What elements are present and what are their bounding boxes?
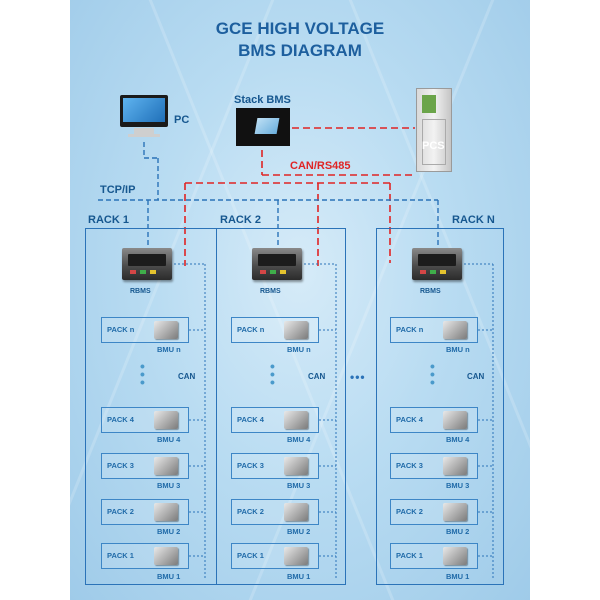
pc-label: PC bbox=[174, 114, 190, 126]
pack-label: PACK 4 bbox=[107, 415, 134, 424]
pack-label: PACK n bbox=[396, 325, 424, 334]
pack-label: PACK 1 bbox=[396, 551, 423, 560]
bmu-label: BMU n bbox=[157, 345, 181, 354]
rack-1-title: RACK 1 bbox=[88, 214, 129, 226]
rbms-icon bbox=[412, 248, 462, 280]
pack-label: PACK 3 bbox=[237, 461, 264, 470]
bmu-module-icon bbox=[443, 457, 467, 475]
rack-2 bbox=[216, 228, 346, 585]
tcp-ip-network bbox=[98, 142, 439, 250]
can-label: CAN bbox=[308, 372, 326, 381]
can-rs485-label: CAN/RS485 bbox=[290, 160, 351, 172]
can-label: CAN bbox=[467, 372, 485, 381]
bmu-module-icon bbox=[154, 547, 178, 565]
title-line-2: BMS DIAGRAM bbox=[238, 41, 362, 60]
bmu-module-icon bbox=[284, 411, 308, 429]
more-racks-ellipsis: ••• bbox=[350, 370, 366, 384]
pack-label: PACK 2 bbox=[107, 507, 134, 516]
vertical-ellipsis: ••• bbox=[140, 358, 145, 390]
stack-bms-icon bbox=[236, 108, 290, 146]
bmu-module-icon bbox=[284, 503, 308, 521]
pack-box: PACK 3 bbox=[101, 453, 189, 479]
bmu-label: BMU n bbox=[287, 345, 311, 354]
can-rs485-bus bbox=[184, 127, 415, 266]
bmu-module-icon bbox=[284, 321, 308, 339]
stack-bms-label: Stack BMS bbox=[234, 94, 291, 106]
can-label: CAN bbox=[178, 372, 196, 381]
pack-box: PACK n bbox=[101, 317, 189, 343]
bmu-label: BMU 3 bbox=[446, 481, 470, 490]
pack-box: PACK 2 bbox=[231, 499, 319, 525]
vertical-ellipsis: ••• bbox=[270, 358, 275, 390]
bmu-label: BMU 2 bbox=[157, 527, 181, 536]
connection-lines bbox=[98, 127, 494, 578]
bmu-module-icon bbox=[443, 321, 467, 339]
pack-label: PACK 1 bbox=[237, 551, 264, 560]
bmu-module-icon bbox=[154, 411, 178, 429]
bmu-label: BMU 3 bbox=[287, 481, 311, 490]
bmu-label: BMU 2 bbox=[446, 527, 470, 536]
rbms-label: RBMS bbox=[260, 288, 281, 295]
vertical-ellipsis: ••• bbox=[430, 358, 435, 390]
rbms-label: RBMS bbox=[130, 288, 151, 295]
bmu-module-icon bbox=[284, 547, 308, 565]
pack-label: PACK n bbox=[237, 325, 265, 334]
bmu-module-icon bbox=[154, 503, 178, 521]
bmu-label: BMU 4 bbox=[157, 435, 181, 444]
pack-box: PACK 1 bbox=[101, 543, 189, 569]
pack-label: PACK 3 bbox=[107, 461, 134, 470]
pack-label: PACK n bbox=[107, 325, 135, 334]
pcs-label: PCS bbox=[422, 140, 445, 152]
pc-stand bbox=[134, 128, 154, 134]
bmu-label: BMU n bbox=[446, 345, 470, 354]
bmu-module-icon bbox=[284, 457, 308, 475]
rbms-label: RBMS bbox=[420, 288, 441, 295]
rbms-icon bbox=[252, 248, 302, 280]
rack-n-title: RACK N bbox=[452, 214, 495, 226]
bmu-label: BMU 2 bbox=[287, 527, 311, 536]
bmu-label: BMU 4 bbox=[446, 435, 470, 444]
bmu-label: BMU 4 bbox=[287, 435, 311, 444]
pack-label: PACK 4 bbox=[237, 415, 264, 424]
diagram-canvas: GCE HIGH VOLTAGE BMS DIAGRAM bbox=[70, 0, 530, 600]
pcs-cabinet-icon bbox=[416, 88, 452, 172]
rack-can-lines bbox=[174, 263, 494, 578]
pack-box: PACK n bbox=[390, 317, 478, 343]
pc-monitor-icon bbox=[120, 95, 168, 127]
pack-box: PACK 3 bbox=[390, 453, 478, 479]
bmu-label: BMU 1 bbox=[446, 572, 470, 581]
rbms-icon bbox=[122, 248, 172, 280]
pack-box: PACK 3 bbox=[231, 453, 319, 479]
bmu-label: BMU 1 bbox=[287, 572, 311, 581]
pack-box: PACK 2 bbox=[101, 499, 189, 525]
bmu-label: BMU 3 bbox=[157, 481, 181, 490]
pack-label: PACK 1 bbox=[107, 551, 134, 560]
pack-label: PACK 2 bbox=[237, 507, 264, 516]
bmu-module-icon bbox=[154, 457, 178, 475]
bmu-label: BMU 1 bbox=[157, 572, 181, 581]
bmu-module-icon bbox=[154, 321, 178, 339]
rack-n bbox=[376, 228, 504, 585]
bmu-module-icon bbox=[443, 547, 467, 565]
pack-box: PACK 4 bbox=[231, 407, 319, 433]
rack-2-title: RACK 2 bbox=[220, 214, 261, 226]
pack-label: PACK 2 bbox=[396, 507, 423, 516]
pack-box: PACK 4 bbox=[101, 407, 189, 433]
pack-box: PACK 2 bbox=[390, 499, 478, 525]
pack-box: PACK n bbox=[231, 317, 319, 343]
pack-label: PACK 4 bbox=[396, 415, 423, 424]
bmu-module-icon bbox=[443, 411, 467, 429]
pack-box: PACK 1 bbox=[390, 543, 478, 569]
pack-box: PACK 1 bbox=[231, 543, 319, 569]
pack-box: PACK 4 bbox=[390, 407, 478, 433]
bmu-module-icon bbox=[443, 503, 467, 521]
pc-keyboard-icon bbox=[128, 134, 160, 137]
title-line-1: GCE HIGH VOLTAGE bbox=[215, 19, 385, 38]
tcp-ip-label: TCP/IP bbox=[100, 184, 136, 196]
pack-label: PACK 3 bbox=[396, 461, 423, 470]
